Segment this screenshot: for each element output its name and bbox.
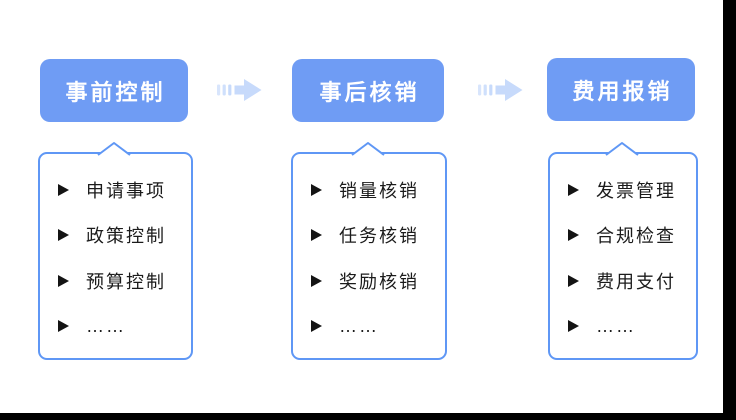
triangle-bullet-icon	[568, 275, 579, 287]
triangle-bullet-icon	[311, 320, 322, 332]
list-item: 任务核销	[311, 224, 419, 246]
panel-notch-icon	[97, 142, 131, 156]
triangle-bullet-icon	[58, 184, 69, 196]
list-item: 奖励核销	[311, 270, 419, 292]
list-item-label: 申请事项	[86, 181, 166, 201]
list-item: 合规检查	[568, 224, 676, 246]
list-item-label: 任务核销	[339, 226, 419, 246]
panel-notch-icon	[351, 142, 385, 156]
list-item: ……	[568, 315, 636, 337]
list-item-label: 合规检查	[596, 226, 676, 246]
list-item-label: 预算控制	[86, 272, 166, 292]
list-item-label: 奖励核销	[339, 272, 419, 292]
letterbox-right	[723, 0, 736, 420]
triangle-bullet-icon	[311, 229, 322, 241]
stage-header-label: 事后核销	[319, 79, 420, 105]
list-item-label: ……	[86, 315, 126, 336]
stage-panel-expense-reimbursement: 发票管理 合规检查 费用支付 ……	[548, 142, 698, 360]
triangle-bullet-icon	[58, 229, 69, 241]
list-item: 销量核销	[311, 179, 419, 201]
triangle-bullet-icon	[311, 275, 322, 287]
flow-arrow-icon	[217, 79, 262, 101]
stage-header-label: 事前控制	[65, 79, 166, 105]
list-item: ……	[311, 315, 379, 337]
triangle-bullet-icon	[568, 184, 579, 196]
stage-header-pre-control: 事前控制	[40, 59, 188, 122]
stage-panel-post-verification: 销量核销 任务核销 奖励核销 ……	[291, 142, 447, 360]
flow-arrow-icon	[478, 79, 523, 101]
triangle-bullet-icon	[58, 275, 69, 287]
list-item: 申请事项	[58, 179, 166, 201]
panel-notch-icon	[605, 142, 639, 156]
list-item: 费用支付	[568, 270, 676, 292]
triangle-bullet-icon	[58, 320, 69, 332]
stage-panel-pre-control: 申请事项 政策控制 预算控制 ……	[38, 142, 193, 360]
stage-header-post-verification: 事后核销	[292, 59, 444, 122]
list-item-label: 发票管理	[596, 181, 676, 201]
list-item: 发票管理	[568, 179, 676, 201]
triangle-bullet-icon	[568, 320, 579, 332]
list-item-label: ……	[596, 315, 636, 336]
list-item-label: ……	[339, 315, 379, 336]
letterbox-bottom	[0, 413, 736, 420]
stage-header-label: 费用报销	[572, 78, 673, 104]
list-item: 预算控制	[58, 270, 166, 292]
list-item-label: 费用支付	[596, 272, 676, 292]
stage-header-expense-reimbursement: 费用报销	[547, 58, 695, 121]
list-item-label: 销量核销	[339, 181, 419, 201]
triangle-bullet-icon	[568, 229, 579, 241]
list-item: ……	[58, 315, 126, 337]
triangle-bullet-icon	[311, 184, 322, 196]
list-item-label: 政策控制	[86, 226, 166, 246]
list-item: 政策控制	[58, 224, 166, 246]
